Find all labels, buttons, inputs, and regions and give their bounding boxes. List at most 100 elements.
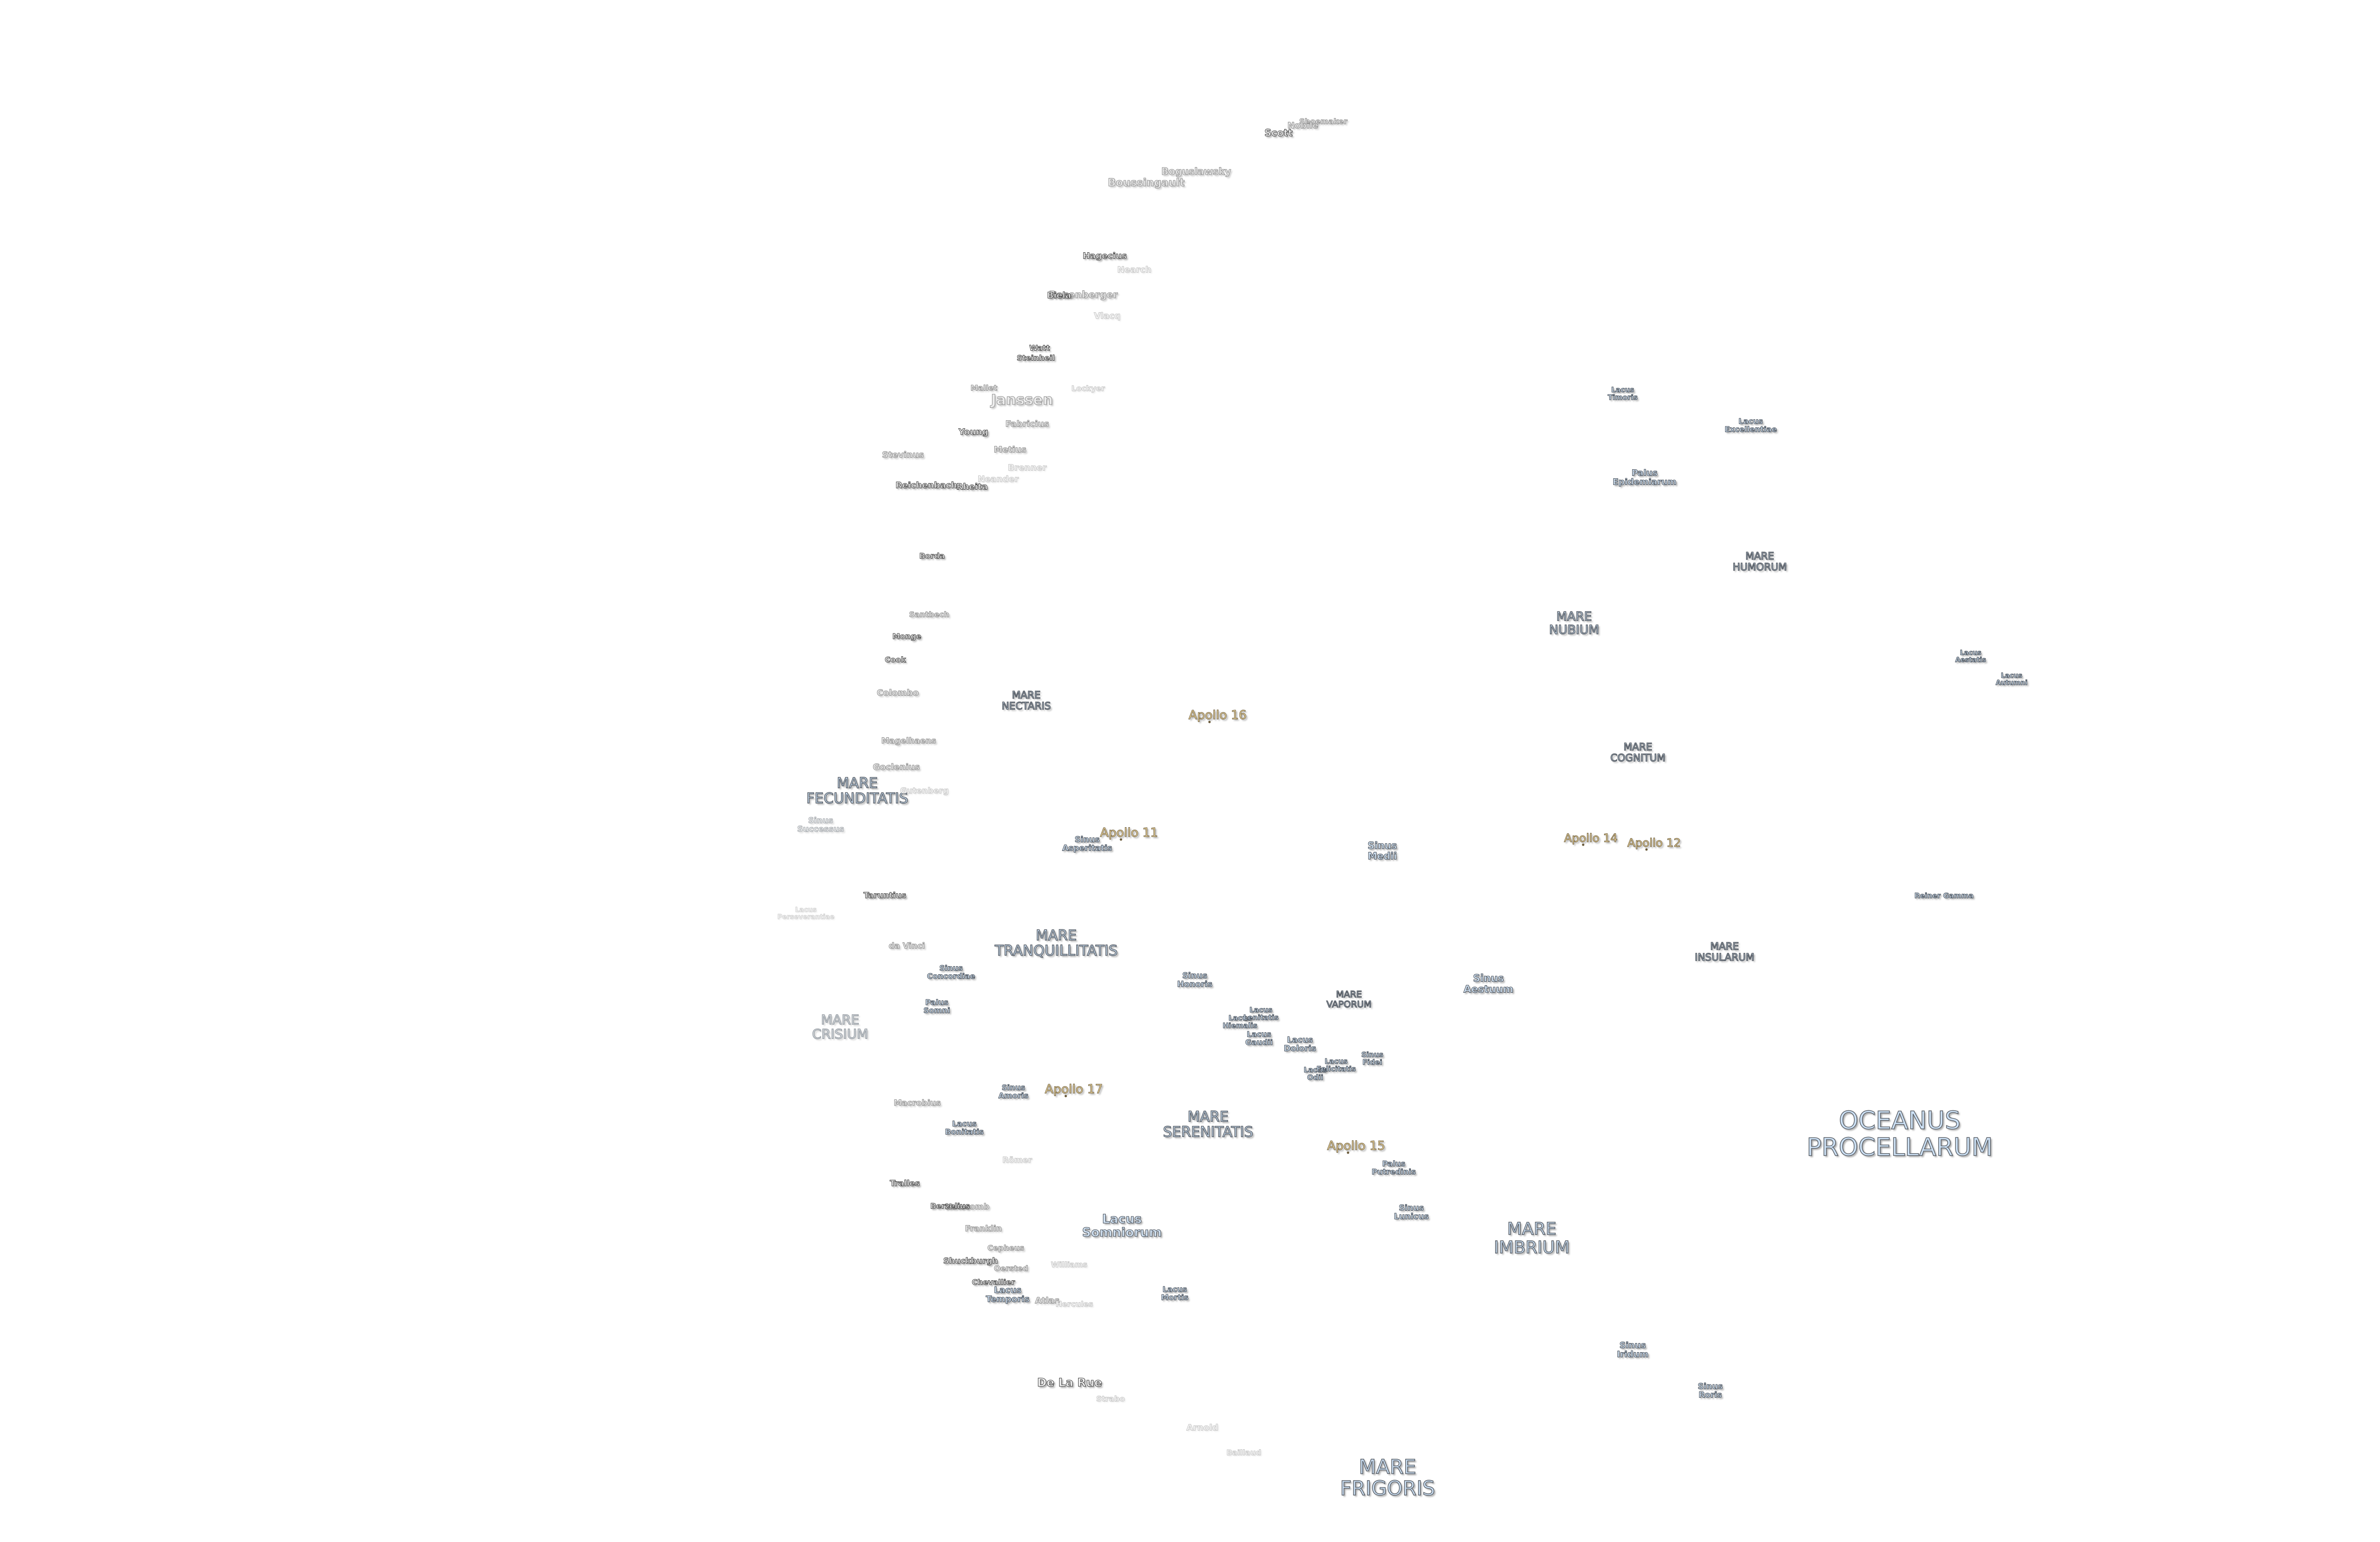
feature-label-lacus-somniorum[interactable]: Lacus Somniorum bbox=[1082, 1212, 1162, 1240]
feature-label-sinus-roris[interactable]: Sinus Roris bbox=[1697, 1382, 1723, 1400]
feature-label-lacus-mortis[interactable]: Lacus Mortis bbox=[1161, 1285, 1189, 1302]
feature-label-rheita[interactable]: Rheita bbox=[956, 482, 988, 492]
feature-label-young[interactable]: Young bbox=[958, 427, 989, 437]
feature-label-lacus-timoris[interactable]: Lacus Timoris bbox=[1607, 385, 1638, 402]
feature-label-chevallier[interactable]: Chevallier bbox=[972, 1277, 1015, 1287]
feature-label-neander[interactable]: Neander bbox=[977, 474, 1019, 484]
feature-label-biela[interactable]: Biela bbox=[1047, 290, 1071, 301]
landing-site-apollo-12[interactable]: Apollo 12 bbox=[1627, 836, 1681, 850]
feature-label-reiner-gamma[interactable]: Reiner Gamma bbox=[1914, 891, 1974, 900]
feature-label-lacus-autumni[interactable]: Lacus Autumni bbox=[1995, 672, 2028, 687]
feature-label-lacus-excellentiae[interactable]: Lacus Excellentiae bbox=[1725, 416, 1777, 434]
feature-label-shoemaker[interactable]: Shoemaker bbox=[1299, 117, 1348, 126]
feature-label-oceanus-procellarum[interactable]: OCEANUS PROCELLARUM bbox=[1806, 1106, 1993, 1162]
feature-label-palus-putredinis[interactable]: Palus Putredinis bbox=[1371, 1159, 1416, 1176]
feature-label-mare-cognitum[interactable]: MARE COGNITUM bbox=[1610, 741, 1666, 763]
feature-label-da-vinci[interactable]: da Vinci bbox=[888, 941, 925, 951]
feature-label-sinus-aestuum[interactable]: Sinus Aestuum bbox=[1463, 972, 1514, 995]
feature-label-nearch[interactable]: Nearch bbox=[1117, 265, 1152, 275]
feature-label-steinheil[interactable]: Steinheil bbox=[1016, 353, 1055, 363]
feature-label-strabo[interactable]: Strabo bbox=[1096, 1394, 1125, 1404]
feature-label-mare-humorum[interactable]: MARE HUMORUM bbox=[1732, 550, 1787, 573]
feature-label-lacus-hiemalis[interactable]: Lacus Hiemalis bbox=[1222, 1013, 1258, 1030]
landing-site-apollo-14[interactable]: Apollo 14 bbox=[1564, 831, 1618, 845]
feature-label-oersted[interactable]: Oersted bbox=[994, 1264, 1029, 1273]
feature-label-franklin[interactable]: Franklin bbox=[965, 1224, 1002, 1234]
feature-label-sinus-concordiae[interactable]: Sinus Concordiae bbox=[927, 963, 975, 981]
feature-label-lacus-odii[interactable]: Lacus Odii bbox=[1303, 1065, 1327, 1082]
feature-label-borda[interactable]: Borda bbox=[919, 551, 945, 561]
feature-label-taruntius[interactable]: Taruntius bbox=[863, 890, 907, 900]
feature-label-sinus-amoris[interactable]: Sinus Amoris bbox=[998, 1083, 1029, 1100]
feature-label-lacus-felicitatis[interactable]: Lacus Felicitatis bbox=[1316, 1057, 1356, 1073]
feature-label-shuckburgh[interactable]: Shuckburgh bbox=[943, 1256, 998, 1266]
feature-label-nobile[interactable]: Nobile bbox=[1287, 120, 1319, 131]
feature-label-hagecius[interactable]: Hagecius bbox=[1082, 251, 1127, 261]
feature-label-mallet[interactable]: Mallet bbox=[970, 383, 998, 393]
feature-label-reichenbach[interactable]: Reichenbach bbox=[895, 480, 957, 491]
feature-label-mare-imbrium[interactable]: MARE IMBRIUM bbox=[1494, 1219, 1570, 1257]
feature-label-de-la-rue[interactable]: De La Rue bbox=[1037, 1376, 1102, 1390]
feature-label-berzelius[interactable]: Berzelius bbox=[930, 1201, 970, 1211]
feature-label-stevinus[interactable]: Stevinus bbox=[882, 450, 924, 460]
feature-label-mare-serenitatis[interactable]: MARE SERENITATIS bbox=[1163, 1108, 1254, 1141]
feature-label-janssen[interactable]: Janssen bbox=[991, 391, 1053, 408]
feature-label-lacus-lenitatis[interactable]: Lacus Lenitatis bbox=[1243, 1005, 1279, 1022]
landing-site-apollo-17[interactable]: Apollo 17 bbox=[1045, 1082, 1103, 1097]
feature-label-metius[interactable]: Metius bbox=[993, 445, 1027, 455]
feature-label-vlacq[interactable]: Vlacq bbox=[1094, 311, 1121, 321]
feature-label-sinus-medii[interactable]: Sinus Medii bbox=[1368, 840, 1398, 861]
feature-label-lacus-aestatis[interactable]: Lacus Aestatis bbox=[1955, 649, 1986, 664]
feature-label-macrobius[interactable]: Macrobius bbox=[893, 1098, 941, 1108]
feature-label-sinus-fidei[interactable]: Sinus Fidei bbox=[1361, 1050, 1384, 1067]
feature-label-lacus-doloris[interactable]: Lacus Doloris bbox=[1284, 1035, 1317, 1054]
feature-label-santbech[interactable]: Santbech bbox=[909, 610, 950, 619]
feature-label-mare-nectaris[interactable]: MARE NECTARIS bbox=[1002, 689, 1051, 712]
feature-label-palus-epidemiarum[interactable]: Palus Epidemiarum bbox=[1613, 468, 1677, 487]
feature-label-mare-insularum[interactable]: MARE INSULARUM bbox=[1695, 940, 1755, 963]
feature-label-brenner[interactable]: Brenner bbox=[1008, 463, 1047, 473]
feature-label-boguslawsky[interactable]: Boguslawsky bbox=[1161, 166, 1231, 178]
feature-label-goclenius[interactable]: Goclenius bbox=[873, 762, 920, 772]
feature-label-boussingault[interactable]: Boussingault bbox=[1108, 177, 1185, 189]
landing-site-apollo-16[interactable]: Apollo 16 bbox=[1189, 708, 1247, 722]
feature-label-lacus-perseverantiae[interactable]: Lacus Perseverantiae bbox=[777, 906, 835, 921]
feature-label-sinus-honoris[interactable]: Sinus Honoris bbox=[1177, 971, 1213, 989]
landing-site-apollo-11[interactable]: Apollo 11 bbox=[1100, 825, 1159, 840]
feature-label-atlas[interactable]: Atlas bbox=[1035, 1295, 1060, 1306]
feature-label-mare-vaporum[interactable]: MARE VAPORUM bbox=[1326, 989, 1372, 1009]
feature-label-fabricius[interactable]: Fabricius bbox=[1005, 419, 1050, 429]
landing-site-apollo-15[interactable]: Apollo 15 bbox=[1327, 1138, 1386, 1153]
feature-label-newcomb[interactable]: Newcomb bbox=[945, 1202, 990, 1212]
feature-label-lacus-temporis[interactable]: Lacus Temporis bbox=[986, 1285, 1030, 1305]
feature-label-williams[interactable]: Williams bbox=[1051, 1260, 1088, 1269]
feature-label-mare-nubium[interactable]: MARE NUBIUM bbox=[1549, 609, 1600, 637]
feature-label-mare-fecunditatis[interactable]: MARE FECUNDITATIS bbox=[806, 775, 908, 807]
feature-label-cepheus[interactable]: Cepheus bbox=[987, 1243, 1024, 1253]
feature-label-mare-tranquillitatis[interactable]: MARE TRANQUILLITATIS bbox=[994, 927, 1118, 959]
feature-label-cook[interactable]: Cook bbox=[884, 655, 906, 664]
feature-label-baillaud[interactable]: Baillaud bbox=[1226, 1448, 1261, 1457]
feature-label-colombo[interactable]: Colombo bbox=[876, 688, 919, 698]
feature-label-sinus-iridum[interactable]: Sinus Iridum bbox=[1616, 1340, 1649, 1360]
feature-label-palus-somni[interactable]: Palus Somni bbox=[923, 998, 951, 1015]
feature-label-tralles[interactable]: Tralles bbox=[890, 1178, 920, 1188]
feature-label-römer[interactable]: Römer bbox=[1002, 1155, 1032, 1165]
feature-label-rosenberger[interactable]: Rosenberger bbox=[1049, 289, 1118, 301]
feature-label-sinus-lunicus[interactable]: Sinus Lunicus bbox=[1394, 1203, 1429, 1222]
feature-label-hercules[interactable]: Hercules bbox=[1055, 1299, 1093, 1309]
feature-label-lacus-bonitatis[interactable]: Lacus Bonitatis bbox=[945, 1119, 984, 1137]
feature-label-lacus-gaudii[interactable]: Lacus Gaudii bbox=[1245, 1029, 1273, 1047]
feature-label-arnold[interactable]: Arnold bbox=[1186, 1423, 1219, 1433]
feature-label-scott[interactable]: Scott bbox=[1264, 127, 1293, 139]
feature-label-monge[interactable]: Monge bbox=[892, 632, 922, 641]
feature-label-gutenberg[interactable]: Gutenberg bbox=[900, 786, 949, 796]
feature-label-mare-frigoris[interactable]: MARE FRIGORIS bbox=[1339, 1455, 1435, 1500]
feature-label-sinus-asperitatis[interactable]: Sinus Asperitatis bbox=[1062, 835, 1112, 853]
feature-label-lockyer[interactable]: Lockyer bbox=[1071, 384, 1105, 393]
feature-label-watt[interactable]: Watt bbox=[1029, 343, 1050, 353]
feature-label-magelhaens[interactable]: Magelhaens bbox=[881, 736, 936, 746]
feature-label-sinus-successus[interactable]: Sinus Successus bbox=[797, 816, 844, 834]
feature-label-mare-crisium[interactable]: MARE CRISIUM bbox=[812, 1011, 868, 1042]
